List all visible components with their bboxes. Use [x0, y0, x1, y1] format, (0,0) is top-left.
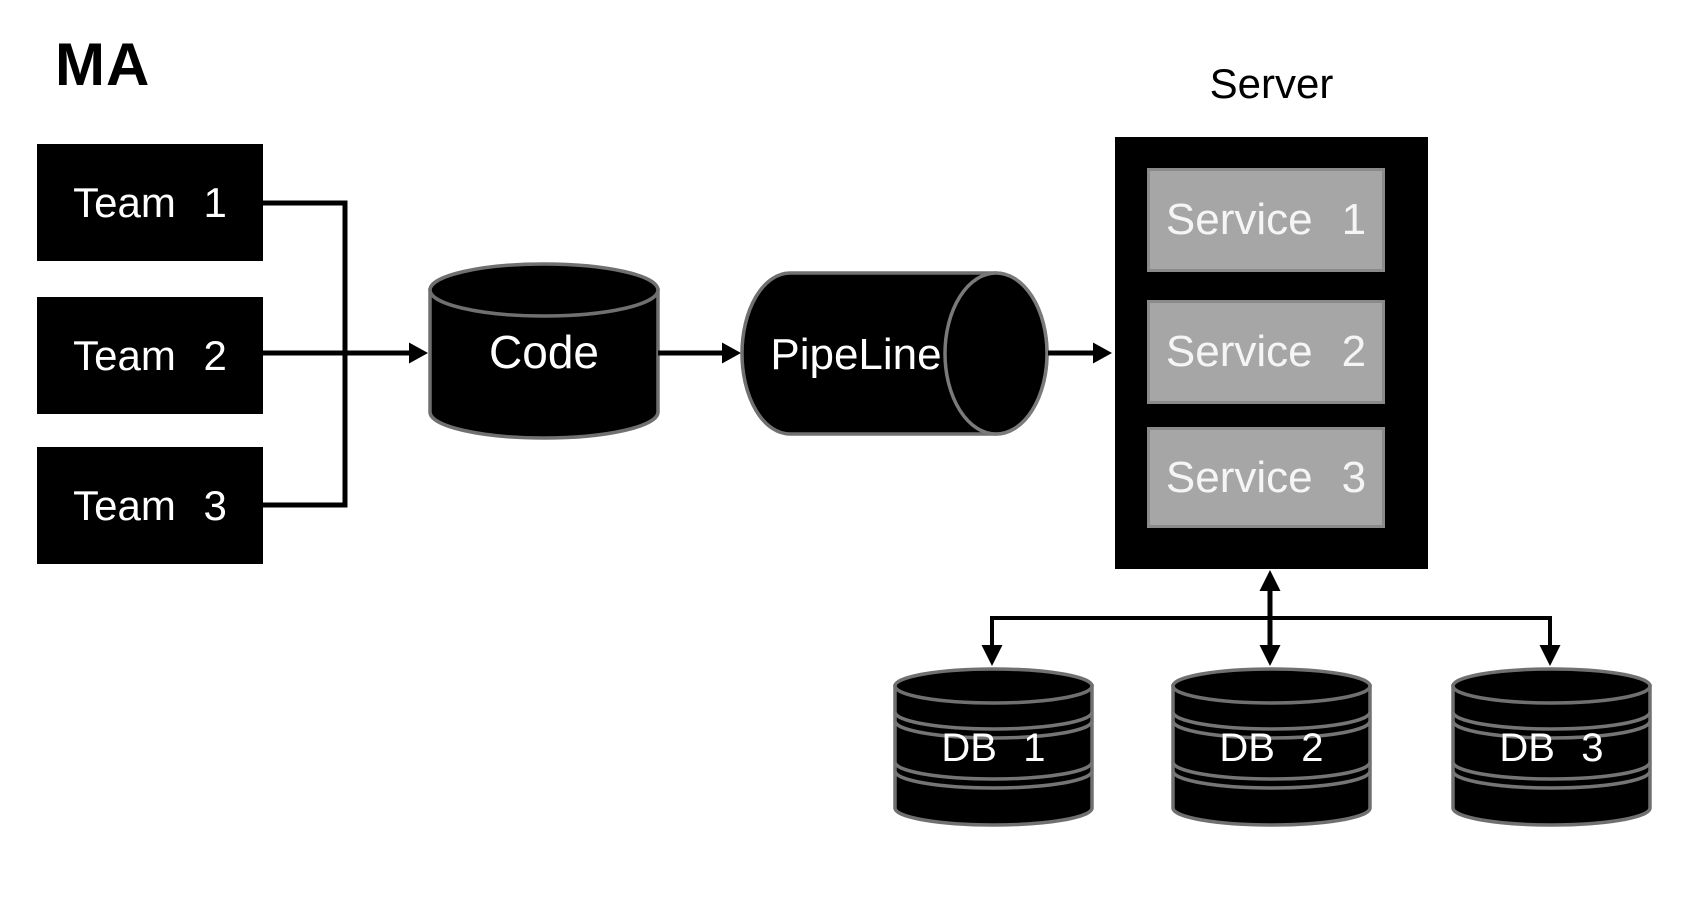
server-box: Service 1 Service 2 Service 3: [1115, 137, 1428, 569]
code-to-pipeline-arrow: [658, 342, 741, 364]
pipeline-cylinder: [740, 271, 1049, 436]
db-2-label: DB 2: [1219, 726, 1324, 770]
service-2-label: Service 2: [1165, 327, 1367, 376]
code-cylinder: [428, 262, 660, 440]
team-2-box: Team 2: [37, 297, 263, 414]
db-1-label: DB 1: [941, 726, 1046, 770]
service-2-box: Service 2: [1147, 300, 1385, 404]
team-1-label: Team 1: [73, 178, 227, 226]
team-3-box: Team 3: [37, 447, 263, 564]
team-2-label: Team 2: [73, 331, 227, 379]
db-2-cylinder: [1171, 667, 1372, 827]
service-1-label: Service 1: [1165, 195, 1367, 244]
server-title: Server: [1209, 60, 1334, 107]
db-distribution-connector: [981, 616, 1561, 666]
diagram-title: MA: [55, 31, 151, 98]
service-3-label: Service 3: [1165, 452, 1367, 502]
db-1-cylinder: [893, 667, 1094, 827]
pipeline-to-server-arrow: [1048, 342, 1112, 364]
db-3-cylinder: [1451, 667, 1652, 827]
service-3-box: Service 3: [1147, 427, 1385, 528]
code-cylinder-label: Code: [489, 326, 599, 378]
db-3-label: DB 3: [1499, 726, 1604, 770]
team-1-box: Team 1: [37, 144, 263, 261]
teams-to-code-arrow: [263, 342, 428, 364]
pipeline-cylinder-label: PipeLine: [770, 330, 942, 379]
team-3-label: Team 3: [73, 481, 227, 529]
service-1-box: Service 1: [1147, 168, 1385, 272]
